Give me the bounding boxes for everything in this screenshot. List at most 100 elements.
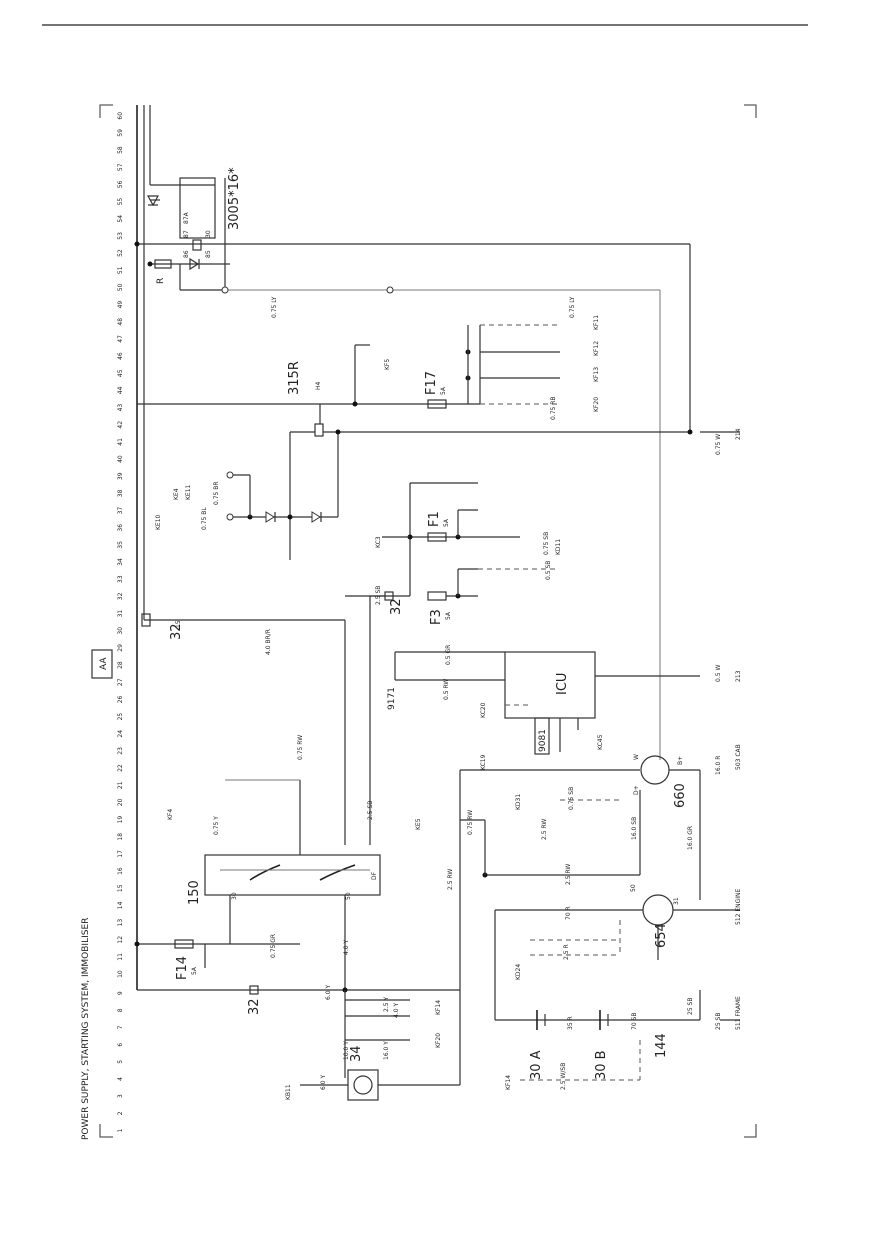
- fuse-f1-f3-block: [345, 482, 555, 845]
- alternator-660-label: 660: [673, 783, 688, 808]
- wire-label-25r: 2.5 R: [563, 944, 570, 960]
- component-34: [300, 769, 640, 1101]
- ignition-switch-150: [204, 779, 381, 990]
- grid-number: 59: [117, 129, 124, 137]
- wire-label-25sb-big: 25 SB: [687, 998, 694, 1015]
- grid-number: 29: [117, 644, 124, 652]
- wire-label-4y2: 4.0 Y: [393, 1003, 400, 1018]
- grid-number: 53: [117, 232, 124, 240]
- fuse-f3-label: F3: [429, 609, 444, 625]
- grid-number: 18: [117, 833, 124, 841]
- fuse-f3-rating: 5A: [445, 611, 452, 620]
- grid-number: 49: [117, 301, 124, 309]
- relay-h4-label: H4: [315, 381, 322, 390]
- alternator-660: [560, 755, 701, 900]
- wire-label-4y: 4.0 Y: [343, 940, 350, 955]
- connector-32b-label: 32: [247, 998, 262, 1015]
- grid-number: 19: [117, 816, 124, 824]
- ref-kf4: KF4: [167, 809, 174, 820]
- terminal-15-label: 15: [175, 620, 182, 628]
- grid-number: 50: [117, 283, 124, 291]
- ref-kc19: KC19: [480, 754, 487, 770]
- connector-32c-label: 32: [389, 598, 404, 615]
- grid-number: 14: [117, 901, 124, 909]
- terminal-w-label: W: [633, 754, 640, 760]
- wire-label-16y: 16.0 Y: [383, 1041, 390, 1060]
- grid-number: 17: [117, 850, 124, 858]
- wire-label-075gr: 0.75 GR: [270, 934, 277, 958]
- grid-number: 13: [117, 919, 124, 927]
- ignition-switch-label: 150: [187, 880, 202, 905]
- grid-number: 1: [117, 1128, 124, 1132]
- grid-number: 11: [117, 953, 124, 961]
- ref-512-engine: 512 ENGINE: [735, 888, 742, 925]
- grid-number: 23: [117, 747, 124, 755]
- component-34-label: 34: [349, 1045, 364, 1062]
- connector-kd12: [221, 286, 229, 294]
- ref-kf11: KF11: [593, 315, 600, 330]
- ref-kc45: KC45: [597, 734, 604, 750]
- wire-label-075ly-2: 0.75 LY: [569, 296, 576, 318]
- wire-label-05gr: 0.5 GR: [445, 645, 452, 665]
- wire-label-075y: 0.75 Y: [213, 816, 220, 835]
- wire-label-25rw-1: 2.5 RW: [447, 869, 454, 890]
- wire-label-25y: 2.5 Y: [383, 997, 390, 1012]
- grid-number: 37: [117, 507, 124, 515]
- starter-654-label: 654: [654, 923, 669, 948]
- grid-number: 47: [117, 335, 124, 343]
- ref-kd24: KD24: [515, 964, 522, 980]
- grid-number: 56: [117, 180, 124, 188]
- relay-315r-label: 315R: [287, 361, 302, 395]
- grid-number: 52: [117, 249, 124, 257]
- diagram-title-group: POWER SUPPLY, STARTING SYSTEM, IMMOBILIS…: [81, 918, 91, 1140]
- relay-3005: [134, 177, 230, 291]
- connector-32a: [141, 613, 151, 627]
- grid-number: 51: [117, 266, 124, 274]
- grid-number: 34: [117, 558, 124, 566]
- grid-number: 9: [117, 991, 124, 995]
- connector-kd13: [386, 286, 394, 294]
- terminal-31-starter: 31: [673, 897, 680, 905]
- wire-label-05sb: 0.5 SB: [545, 561, 552, 580]
- diode-block: [226, 471, 338, 523]
- supply-wires: [136, 105, 691, 991]
- fuse-f17-rating: 5A: [440, 386, 447, 395]
- ref-ke11: KE11: [185, 484, 192, 500]
- ref-ke10: KE10: [155, 514, 162, 530]
- relay-pin-85: 85: [205, 250, 212, 258]
- component-9171-label: 9171: [387, 687, 397, 710]
- grid-number: 48: [117, 318, 124, 326]
- wire-label-075rw-2: 0.75 RW: [467, 810, 474, 835]
- terminal-dplus-label: D+: [633, 785, 640, 795]
- fuse-f1-rating: 5A: [443, 518, 450, 527]
- component-9081-label: 9081: [538, 729, 548, 752]
- grid-number: 41: [117, 438, 124, 446]
- wire-label-16r: 16.0 R: [715, 756, 722, 775]
- fuse-f17-label: F17: [424, 371, 439, 395]
- relay-315r-area: [289, 324, 740, 560]
- grid-number: 7: [117, 1025, 124, 1029]
- terminal-50-label: 50: [345, 892, 352, 900]
- wire-label-25rw-3: 2.5 RW: [541, 819, 548, 840]
- grid-number: 25: [117, 713, 124, 721]
- fuse-f14-block: [134, 939, 410, 1078]
- grid-number: 12: [117, 936, 124, 944]
- grid-number: 39: [117, 472, 124, 480]
- ref-kf14-b: KF14: [505, 1075, 512, 1090]
- wire-label-05w: 0.5 W: [715, 665, 722, 682]
- wire-label-25rw-2: 2.5 RW: [565, 864, 572, 885]
- fuse-f14-label: F14: [175, 956, 190, 980]
- grid-number: 30: [117, 627, 124, 635]
- ref-kf20: KF20: [435, 1033, 442, 1048]
- grid-number: 28: [117, 661, 124, 669]
- wire-label-075rb: 0.75 RB: [550, 396, 557, 420]
- wire-label-6y: 6.0 Y: [325, 985, 332, 1000]
- wire-label-16gr: 16.0 GR: [687, 826, 694, 850]
- ref-214: 214: [735, 428, 742, 440]
- fuse-f14-rating: 5A: [191, 966, 198, 975]
- wire-label-16sb: 16.0 SB: [631, 817, 638, 840]
- connector-32a-label: 32: [169, 623, 184, 640]
- wire-label-6y-b: 6.0 Y: [320, 1075, 327, 1090]
